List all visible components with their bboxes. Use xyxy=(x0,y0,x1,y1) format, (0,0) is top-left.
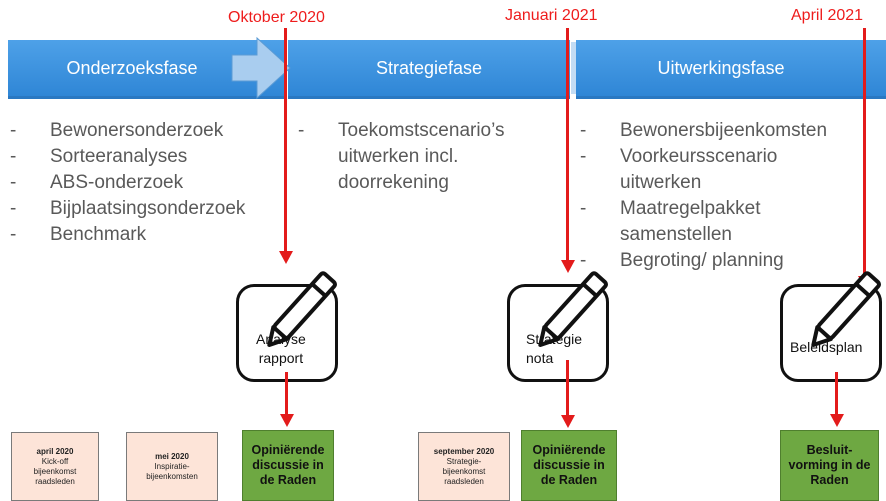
bullet-item: Sorteeranalyses xyxy=(8,144,245,170)
council-line: de Raden xyxy=(540,473,598,487)
document-label-line: nota xyxy=(526,350,554,366)
connector-line-1 xyxy=(285,372,288,416)
bullet-item: Voorkeursscenario xyxy=(578,144,827,170)
document-analyse-label: Analyse rapport xyxy=(256,330,306,368)
bullet-item: ABS-onderzoek xyxy=(8,170,245,196)
meeting-line: raadsleden xyxy=(35,476,75,486)
meeting-date: april 2020 xyxy=(36,446,74,456)
document-strategie-label: Strategie nota xyxy=(526,330,582,368)
document-label-line: Beleidsplan xyxy=(790,339,863,355)
council-line: Besluit- xyxy=(806,443,853,457)
arrowhead-down xyxy=(829,414,844,427)
meeting-line: Kick-off xyxy=(41,456,69,466)
milestone-line-april xyxy=(863,28,866,278)
arrowhead-down xyxy=(279,414,294,427)
bullet-item-continuation: doorrekening xyxy=(338,172,449,193)
bullet-item: Bewonersbijeenkomsten xyxy=(578,118,827,144)
arrowhead-down xyxy=(560,260,575,273)
meeting-date: september 2020 xyxy=(433,446,495,456)
document-label-line: Strategie xyxy=(526,331,583,347)
pencil-icon xyxy=(811,271,881,347)
council-box-besluitvorming: Besluit- vorming in de Raden xyxy=(780,430,879,501)
meeting-line: bijeenkomst xyxy=(33,466,77,476)
bullet-item: Begroting/ planning xyxy=(578,248,827,274)
phase-onderzoeksfase: Onderzoeksfase xyxy=(8,40,284,99)
meeting-box-april-2020: april 2020 Kick-off bijeenkomst raadsled… xyxy=(11,432,99,501)
milestone-oktober-2020: Oktober 2020 xyxy=(228,9,325,26)
council-line: Opiniërende xyxy=(532,443,606,457)
milestone-april-2021: April 2021 xyxy=(791,7,864,24)
bullet-list-onderzoek: Bewonersonderzoek Sorteeranalyses ABS-on… xyxy=(8,118,245,248)
milestone-januari-2021: Januari 2021 xyxy=(505,7,598,24)
document-label-line: rapport xyxy=(258,350,304,366)
meeting-line: bijeenkomst xyxy=(442,466,486,476)
milestone-line-januari xyxy=(566,28,569,262)
meeting-line: bijeenkomsten xyxy=(146,471,198,481)
bullet-item: Bijplaatsingsonderzoek xyxy=(8,196,245,222)
meeting-line: Inspiratie- xyxy=(154,461,190,471)
arrowhead-down xyxy=(560,415,575,428)
meeting-box-september-2020: september 2020 Strategie- bijeenkomst ra… xyxy=(418,432,510,501)
council-line: vorming in de xyxy=(788,458,871,472)
meeting-line: raadsleden xyxy=(444,476,484,486)
bullet-item-continuation: uitwerken xyxy=(620,172,702,193)
phase-uitwerkingsfase-label: Uitwerkingsfase xyxy=(657,57,785,78)
phase-strategiefase-label: Strategiefase xyxy=(375,57,483,78)
council-box-opinierend-2: Opiniërende discussie in de Raden xyxy=(521,430,617,501)
document-beleidsplan-label: Beleidsplan xyxy=(790,338,862,357)
phase-uitwerkingsfase: Uitwerkingsfase xyxy=(576,40,886,99)
bullet-item: Toekomstscenario’s xyxy=(296,118,505,144)
phase-transition-arrows xyxy=(231,36,576,100)
bullet-list-strategie: Toekomstscenario’s uitwerken incl. doorr… xyxy=(296,118,505,196)
transition-arrow-1 xyxy=(231,36,291,100)
bullet-list-uitwerking: Bewonersbijeenkomsten Voorkeursscenario … xyxy=(578,118,827,274)
meeting-date: mei 2020 xyxy=(155,451,189,461)
council-line: Raden xyxy=(810,473,849,487)
transition-arrow-2 xyxy=(571,42,576,94)
bullet-item: Maatregelpakket xyxy=(578,196,827,222)
pencil-icon xyxy=(267,271,337,347)
bullet-item-continuation: uitwerken incl. xyxy=(338,146,459,167)
meeting-box-mei-2020: mei 2020 Inspiratie- bijeenkomsten xyxy=(126,432,218,501)
document-label-line: Analyse xyxy=(256,331,306,347)
connector-line-2 xyxy=(566,360,569,417)
council-line: discussie in xyxy=(252,458,324,472)
milestone-line-oktober xyxy=(284,28,287,253)
council-line: Opiniërende xyxy=(251,443,325,457)
bullet-item: Bewonersonderzoek xyxy=(8,118,245,144)
meeting-line: Strategie- xyxy=(446,456,482,466)
council-box-opinierend-1: Opiniërende discussie in de Raden xyxy=(242,430,334,501)
bullet-item-continuation: samenstellen xyxy=(620,224,732,245)
bullet-item: Benchmark xyxy=(8,222,245,248)
phase-onderzoeksfase-label: Onderzoeksfase xyxy=(66,57,198,78)
arrowhead-down xyxy=(278,251,293,264)
council-line: de Raden xyxy=(259,473,317,487)
pencil-icon xyxy=(538,271,608,347)
council-line: discussie in xyxy=(533,458,605,472)
connector-line-3 xyxy=(835,372,838,416)
phase-strategiefase: Strategiefase xyxy=(288,40,570,99)
